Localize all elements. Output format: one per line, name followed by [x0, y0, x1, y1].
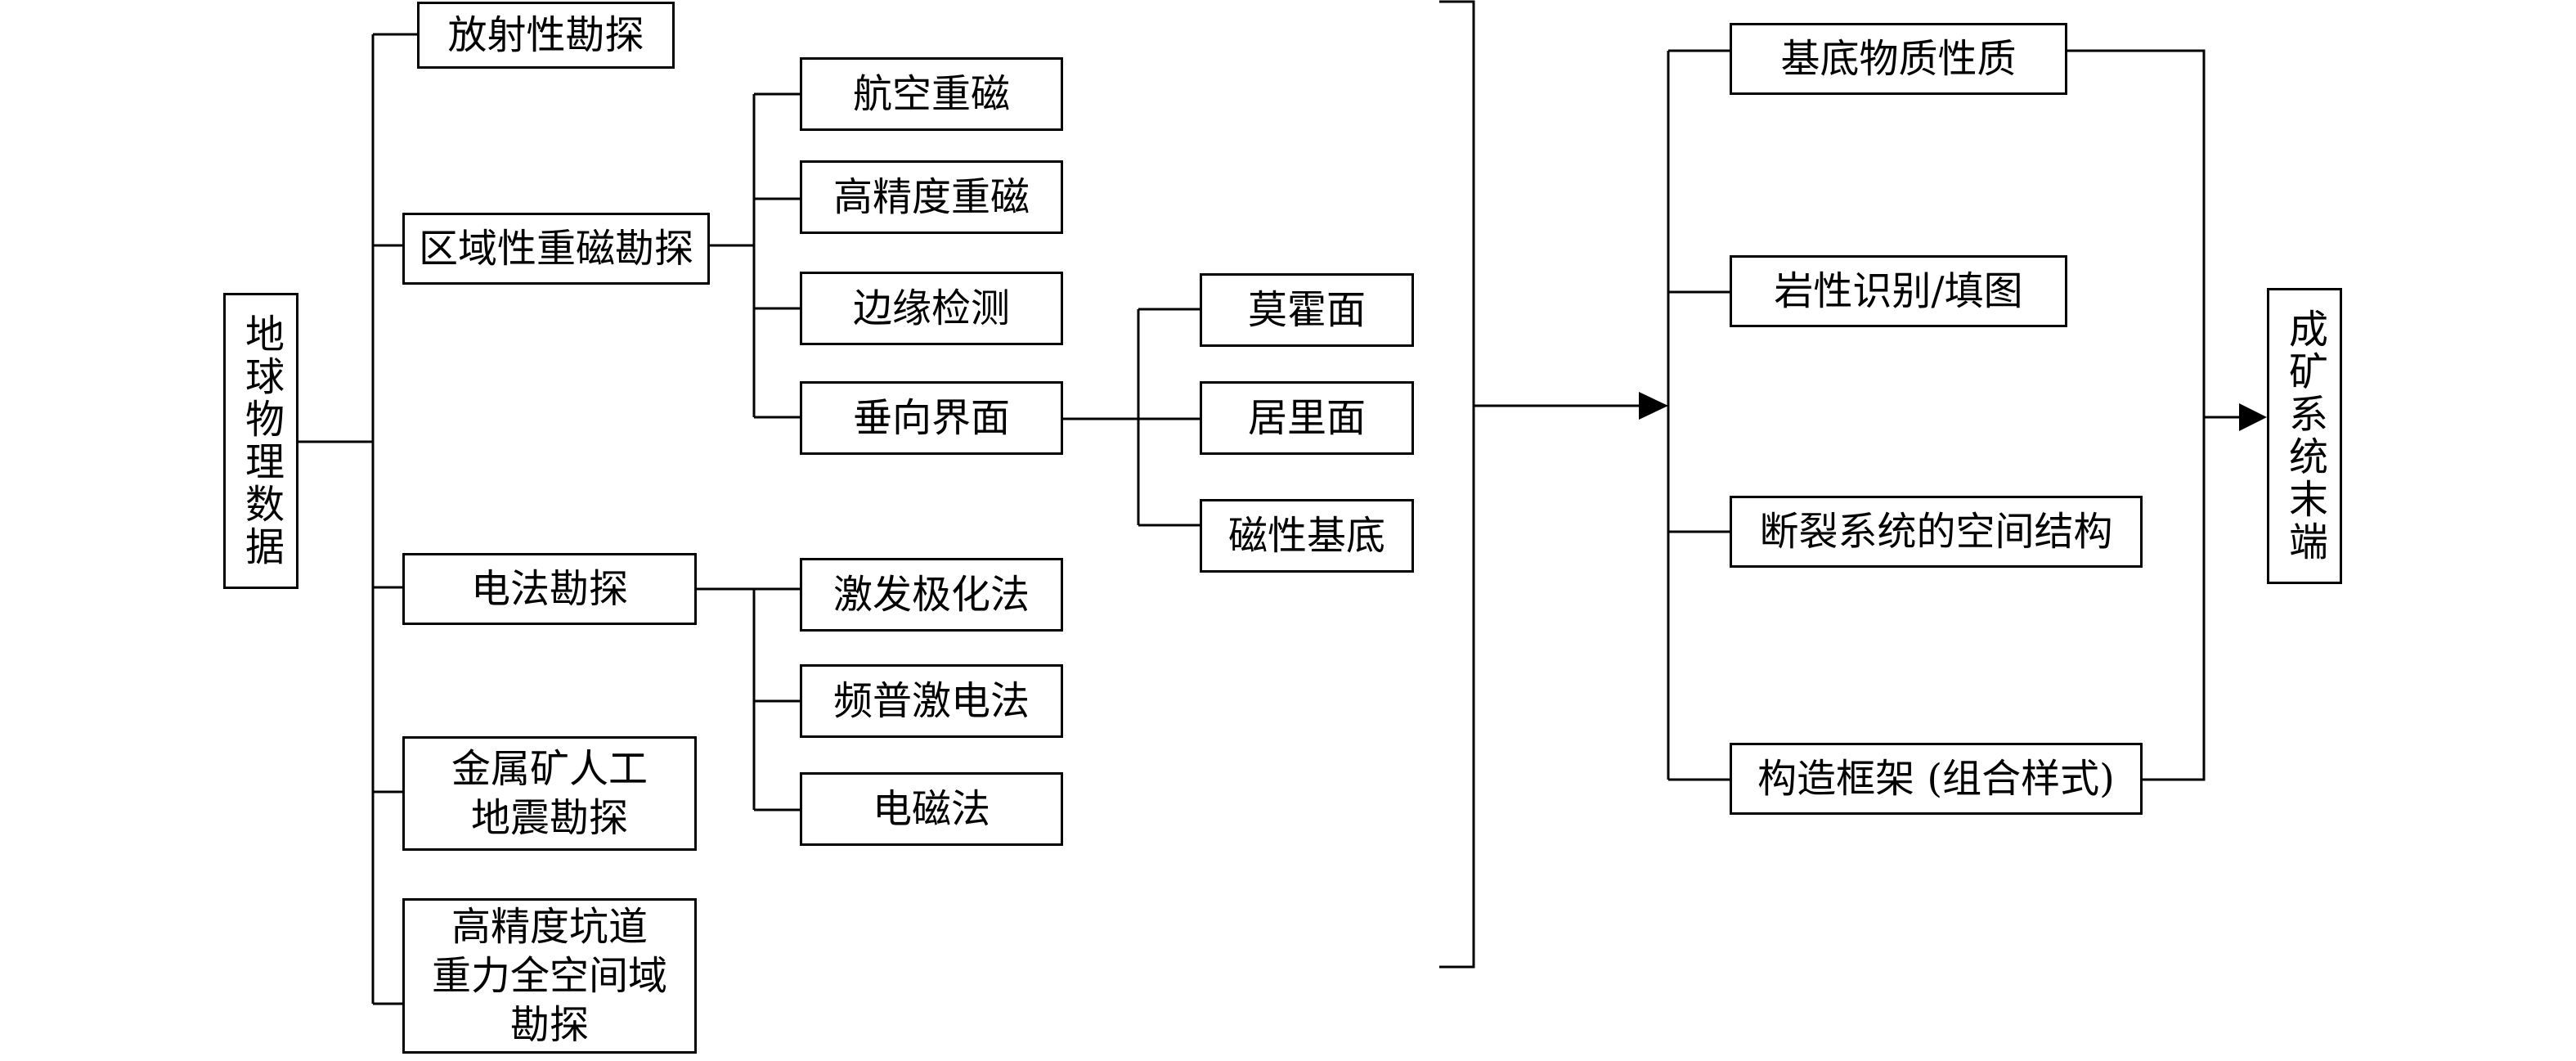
- vi-item-curie: 居里面: [1200, 381, 1414, 455]
- final-mineral-system-terminal: 成矿系统末端: [2267, 288, 2342, 584]
- vi-item-moho: 莫霍面: [1200, 273, 1414, 347]
- root-geophysical-data: 地球物理数据: [223, 293, 298, 589]
- gm-item-high-precision: 高精度重磁: [800, 160, 1063, 234]
- gm-item-vertical-interface: 垂向界面: [800, 381, 1063, 455]
- outcome-tectonic-framework: 构造框架 (组合样式): [1730, 743, 2143, 815]
- method-seismic: 金属矿人工 地震勘探: [402, 736, 697, 851]
- el-item-electromagnetic: 电磁法: [800, 772, 1063, 846]
- method-electrical: 电法勘探: [402, 553, 697, 625]
- outcome-lithology-mapping: 岩性识别/填图: [1730, 255, 2067, 327]
- vi-item-magnetic-basement: 磁性基底: [1200, 499, 1414, 573]
- method-radioactive: 放射性勘探: [417, 2, 675, 69]
- gm-item-edge-detection: 边缘检测: [800, 272, 1063, 345]
- el-item-spectral-ip: 频普激电法: [800, 664, 1063, 738]
- outcome-basement-properties: 基底物质性质: [1730, 23, 2067, 95]
- gm-item-airborne: 航空重磁: [800, 57, 1063, 131]
- el-item-induced-polarization: 激发极化法: [800, 558, 1063, 632]
- method-tunnel-gravity: 高精度坑道 重力全空间域 勘探: [402, 898, 697, 1054]
- method-gravity-magnetic: 区域性重磁勘探: [402, 213, 710, 285]
- outcome-fault-structure: 断裂系统的空间结构: [1730, 496, 2143, 568]
